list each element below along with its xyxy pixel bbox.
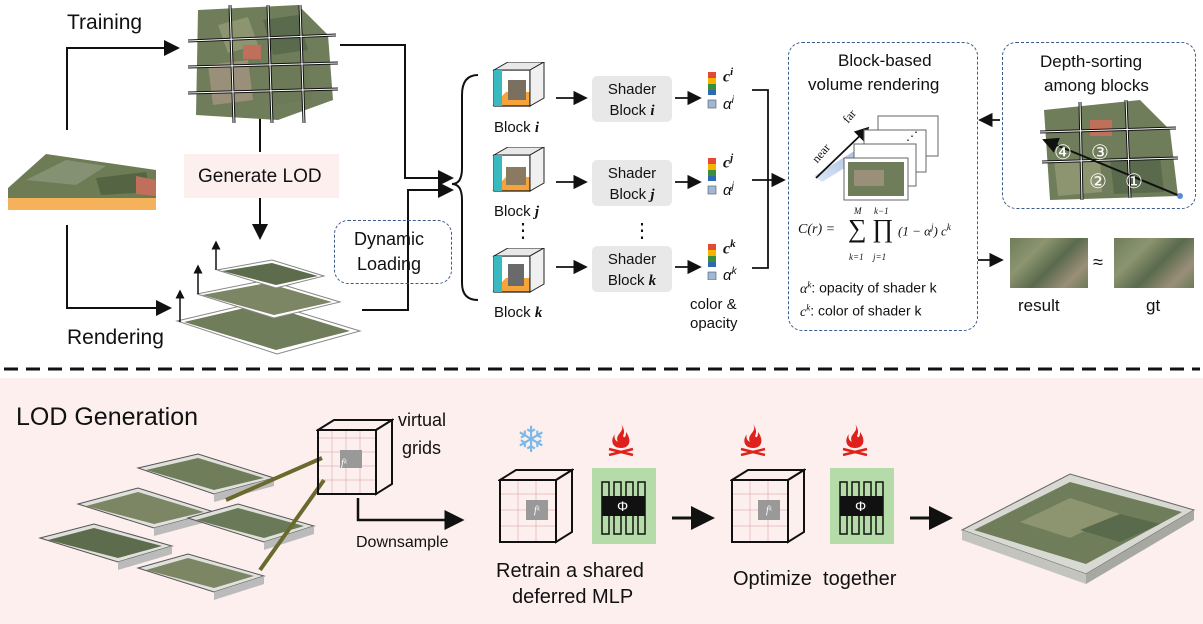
c-j-symbol: cj bbox=[723, 152, 734, 172]
downsample-label: Downsample bbox=[356, 534, 449, 551]
frozen-snowflake-icon: ❄ bbox=[516, 420, 547, 461]
c-i-symbol: ci bbox=[723, 66, 734, 86]
result-label: result bbox=[1018, 296, 1060, 315]
dynamic-loading-box bbox=[334, 220, 452, 284]
optimize-f-label: fᵏ bbox=[766, 505, 772, 516]
training-map-image bbox=[187, 4, 339, 125]
formula-prod: ∏ bbox=[872, 214, 894, 243]
result-image bbox=[1010, 238, 1088, 288]
vertical-dots-1: ⋮ bbox=[513, 220, 533, 242]
virtual-grid-cube-icon bbox=[316, 418, 394, 496]
final-lod-output-image bbox=[960, 473, 1196, 584]
svg-text:⋰: ⋰ bbox=[906, 129, 918, 143]
block-j-label: Block j bbox=[494, 203, 540, 220]
virtual-grids-line1: virtual bbox=[398, 410, 447, 430]
c-k-description: ck: color of shader k bbox=[800, 302, 922, 320]
alpha-k-symbol: αk bbox=[723, 266, 737, 284]
lod-stack-image bbox=[172, 236, 362, 356]
depth-sort-map-image bbox=[1039, 100, 1183, 201]
alpha-i-symbol: αi bbox=[723, 95, 734, 113]
mlp-block-2-icon bbox=[830, 468, 894, 544]
dynamic-loading-line1: Dynamic bbox=[354, 229, 425, 249]
dynamic-loading-line2: Loading bbox=[357, 254, 422, 274]
generate-lod-box bbox=[184, 154, 339, 198]
trainable-fire-icon-2 bbox=[740, 424, 766, 456]
city-model-image bbox=[6, 140, 162, 212]
mlp-block-1-icon bbox=[592, 468, 656, 544]
frozen-grid-cube-icon bbox=[498, 468, 574, 544]
generate-lod-label: Generate LOD bbox=[198, 166, 322, 187]
formula-prod-lower: j=1 bbox=[873, 252, 887, 262]
retrain-caption-line1: Retrain a shared bbox=[496, 560, 644, 582]
block-cube-i-icon bbox=[490, 61, 546, 121]
volume-title-line1: Block-based bbox=[838, 51, 932, 70]
vertical-dots-2: ⋮ bbox=[632, 220, 652, 242]
sort-number-4: ④ bbox=[1054, 142, 1072, 164]
block-cube-k-icon bbox=[490, 247, 546, 307]
trainable-fire-icon-1 bbox=[608, 424, 634, 456]
depth-sorting-line1: Depth-sorting bbox=[1040, 52, 1143, 71]
formula-sum-upper: M bbox=[854, 206, 862, 216]
section-divider bbox=[4, 367, 1200, 371]
sort-number-2: ② bbox=[1089, 171, 1107, 193]
depth-sorting-line2: among blocks bbox=[1044, 76, 1149, 95]
virtual-grids-line2: grids bbox=[402, 438, 442, 458]
sort-number-1: ① bbox=[1125, 171, 1143, 193]
depth-sorting-box bbox=[1002, 42, 1196, 209]
volume-frustum-illustration: ⋰ bbox=[814, 115, 939, 201]
frozen-f-label: fᵏ bbox=[534, 505, 540, 516]
virtual-grid-f-label: fᵏ bbox=[341, 458, 347, 469]
block-cube-j-icon bbox=[490, 146, 546, 206]
color-opacity-line2: opacity bbox=[690, 315, 738, 332]
training-label: Training bbox=[67, 11, 143, 34]
alpha-k-description: αk: opacity of shader k bbox=[800, 279, 937, 297]
block-k-label: Block k bbox=[494, 304, 543, 321]
bottom-connectors bbox=[356, 498, 953, 530]
mlp-phi-2: Φ bbox=[855, 498, 867, 514]
rendering-label: Rendering bbox=[67, 326, 164, 349]
rendering-formula: C(r) = bbox=[798, 222, 836, 237]
formula-tail: (1 − αj) ck bbox=[898, 222, 951, 239]
formula-sum-lower: k=1 bbox=[849, 252, 864, 262]
gt-image bbox=[1114, 238, 1194, 288]
retrain-caption-line2: deferred MLP bbox=[512, 586, 634, 608]
mlp-phi-1: Φ bbox=[617, 498, 629, 514]
c-k-symbol: ck bbox=[723, 238, 736, 258]
formula-prod-upper: k−1 bbox=[874, 206, 889, 216]
alpha-j-symbol: αj bbox=[723, 181, 734, 199]
formula-sum: ∑ bbox=[848, 214, 867, 243]
color-opacity-line1: color & bbox=[690, 296, 737, 313]
tiled-city-blocks-image bbox=[38, 453, 316, 600]
block-i-label: Block i bbox=[494, 119, 540, 136]
optimize-grid-cube-icon bbox=[730, 468, 806, 544]
sort-number-3: ③ bbox=[1091, 142, 1109, 164]
color-swatch-icons bbox=[707, 72, 717, 280]
optimize-caption: Optimize together bbox=[733, 568, 897, 590]
volume-rendering-box bbox=[788, 42, 978, 331]
approx-symbol: ≈ bbox=[1093, 252, 1103, 272]
zoom-lines bbox=[225, 456, 326, 572]
volume-title-line2: volume rendering bbox=[808, 75, 940, 94]
gt-label: gt bbox=[1146, 296, 1161, 315]
lod-generation-title: LOD Generation bbox=[16, 403, 199, 431]
trainable-fire-icon-3 bbox=[842, 424, 868, 456]
top-connectors bbox=[66, 40, 1004, 316]
